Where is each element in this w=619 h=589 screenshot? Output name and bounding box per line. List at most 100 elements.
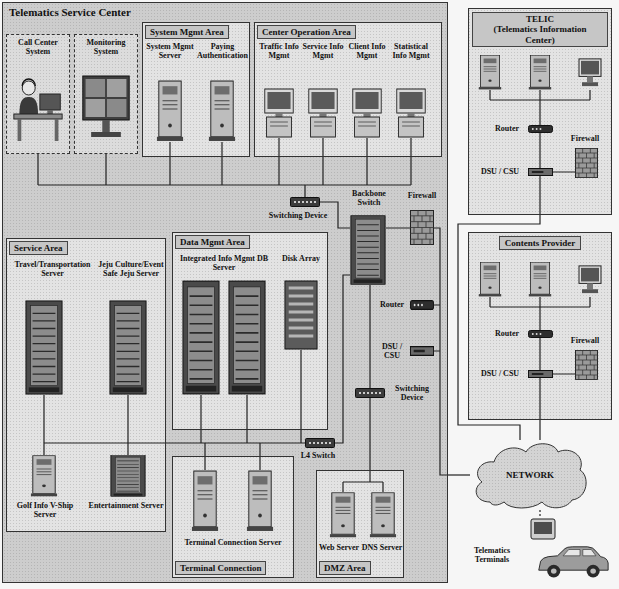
- area-texture: [468, 232, 612, 420]
- network-link: [448, 474, 470, 475]
- node-heading: Data Mgmt Area: [175, 235, 250, 249]
- node-heading: Center Operation Area: [257, 25, 356, 39]
- server-rack-icon: [26, 301, 62, 394]
- server-icon: [479, 263, 501, 297]
- node-title: Terminal Connection: [180, 563, 261, 573]
- wireless-link: [539, 510, 540, 518]
- device-label: Router: [488, 124, 526, 133]
- server-icon: [247, 471, 273, 531]
- device-label: Router: [376, 300, 408, 309]
- device-label: Web Server: [318, 543, 360, 552]
- node-title: Center Operation Area: [262, 27, 351, 37]
- device-label: Client Info Mgmt: [346, 42, 388, 60]
- server-icon: [529, 56, 551, 90]
- switch-icon: [356, 389, 385, 398]
- cloud-texture: [476, 444, 586, 508]
- pc-icon: [265, 89, 293, 137]
- area-texture: [172, 456, 294, 578]
- device-label: Router: [488, 329, 526, 338]
- area-fill: [142, 22, 250, 157]
- area-box: Service Area: [6, 238, 166, 532]
- area-fill: [254, 22, 442, 157]
- pc-icon: [397, 89, 425, 137]
- area-texture: [254, 22, 442, 157]
- device-label: Entertainment Server: [88, 501, 164, 510]
- node-heading: Call Center System: [7, 35, 69, 59]
- node-title: DMZ Area: [324, 563, 366, 573]
- router-icon: [410, 301, 433, 310]
- server-icon: [209, 81, 235, 141]
- area-fill: [172, 232, 328, 430]
- firewall-icon: [410, 210, 434, 245]
- area-texture: [172, 232, 328, 430]
- system-box: Monitoring System: [74, 34, 138, 154]
- network-wire: [38, 138, 411, 228]
- device-label: Firewall: [562, 336, 608, 345]
- provider-box: Contents Provider: [468, 232, 612, 420]
- device-label: DSU / CSU: [474, 167, 526, 176]
- area-fills: [2, 2, 612, 583]
- area-texture: [6, 34, 70, 154]
- node-heading: Monitoring System: [75, 35, 137, 59]
- area-texture: [6, 238, 166, 532]
- server-icon: [157, 81, 183, 141]
- device-label: Traffic Info Mgmt: [258, 42, 300, 60]
- area-fill: [74, 34, 138, 154]
- node-heading: DMZ Area: [319, 561, 371, 575]
- server-icon: [31, 456, 57, 497]
- device-label: Travel/Transportation Server: [9, 260, 96, 278]
- device-label: System Mgmt Server: [145, 42, 195, 60]
- network-wire: [44, 350, 305, 470]
- area-texture: [468, 8, 612, 215]
- area-box: DMZ Area: [316, 470, 404, 578]
- device-icons: [14, 56, 608, 578]
- device-label: Switching Device: [388, 384, 436, 402]
- area-fill: [316, 470, 404, 578]
- network-wire: [343, 398, 383, 492]
- server-icon: [330, 493, 356, 537]
- device-label: Service Info Mgmt: [302, 42, 344, 60]
- terminal-icon: [531, 519, 555, 539]
- router-icon: [528, 126, 552, 133]
- device-label: Telematics Terminals: [456, 546, 528, 564]
- operator-icon: [14, 79, 62, 141]
- db-server-icon: [183, 281, 219, 394]
- node-title: Telematics Service Center: [9, 6, 441, 19]
- device-label: DNS Server: [361, 543, 403, 552]
- node-heading: Terminal Connection: [175, 561, 266, 575]
- device-label: Paying Authentication: [196, 42, 249, 60]
- server-icon: [192, 471, 218, 531]
- node-title: System Mgmt Area: [150, 27, 224, 37]
- switch-icon: [291, 198, 320, 207]
- device-label: Terminal Connection Server: [176, 538, 290, 547]
- area-texture: [316, 470, 404, 578]
- dsu-icon: [528, 169, 552, 176]
- monitor-icon: [579, 266, 601, 293]
- disk-array-icon: [285, 281, 317, 349]
- area-texture: [2, 2, 448, 583]
- firewall-icon: [575, 148, 598, 178]
- device-label: Integrated Info Mgmt DB Server: [176, 254, 272, 272]
- device-label: Backbone Switch: [346, 189, 392, 207]
- device-label: DSU / CSU: [376, 342, 408, 360]
- network-wires: [38, 90, 590, 518]
- node-title: NETWORK: [506, 470, 554, 480]
- server-icon: [370, 493, 396, 537]
- server-rack-icon: [111, 455, 145, 496]
- car-icon: [539, 547, 608, 578]
- device-label: DSU / CSU: [474, 369, 526, 378]
- system-box: Call Center System: [6, 34, 70, 154]
- node-title: Service Area: [14, 243, 63, 253]
- dsu-icon: [410, 347, 433, 356]
- device-label: Firewall: [562, 134, 608, 143]
- monitor-wall-icon: [83, 76, 129, 137]
- node-heading: NETWORK: [506, 470, 554, 480]
- node-heading: System Mgmt Area: [145, 25, 229, 39]
- device-label: Firewall: [400, 191, 444, 200]
- node-heading: Telematics Service Center: [3, 3, 447, 22]
- db-server-icon: [229, 281, 265, 394]
- area-fill: [6, 34, 70, 154]
- server-icon: [479, 56, 501, 90]
